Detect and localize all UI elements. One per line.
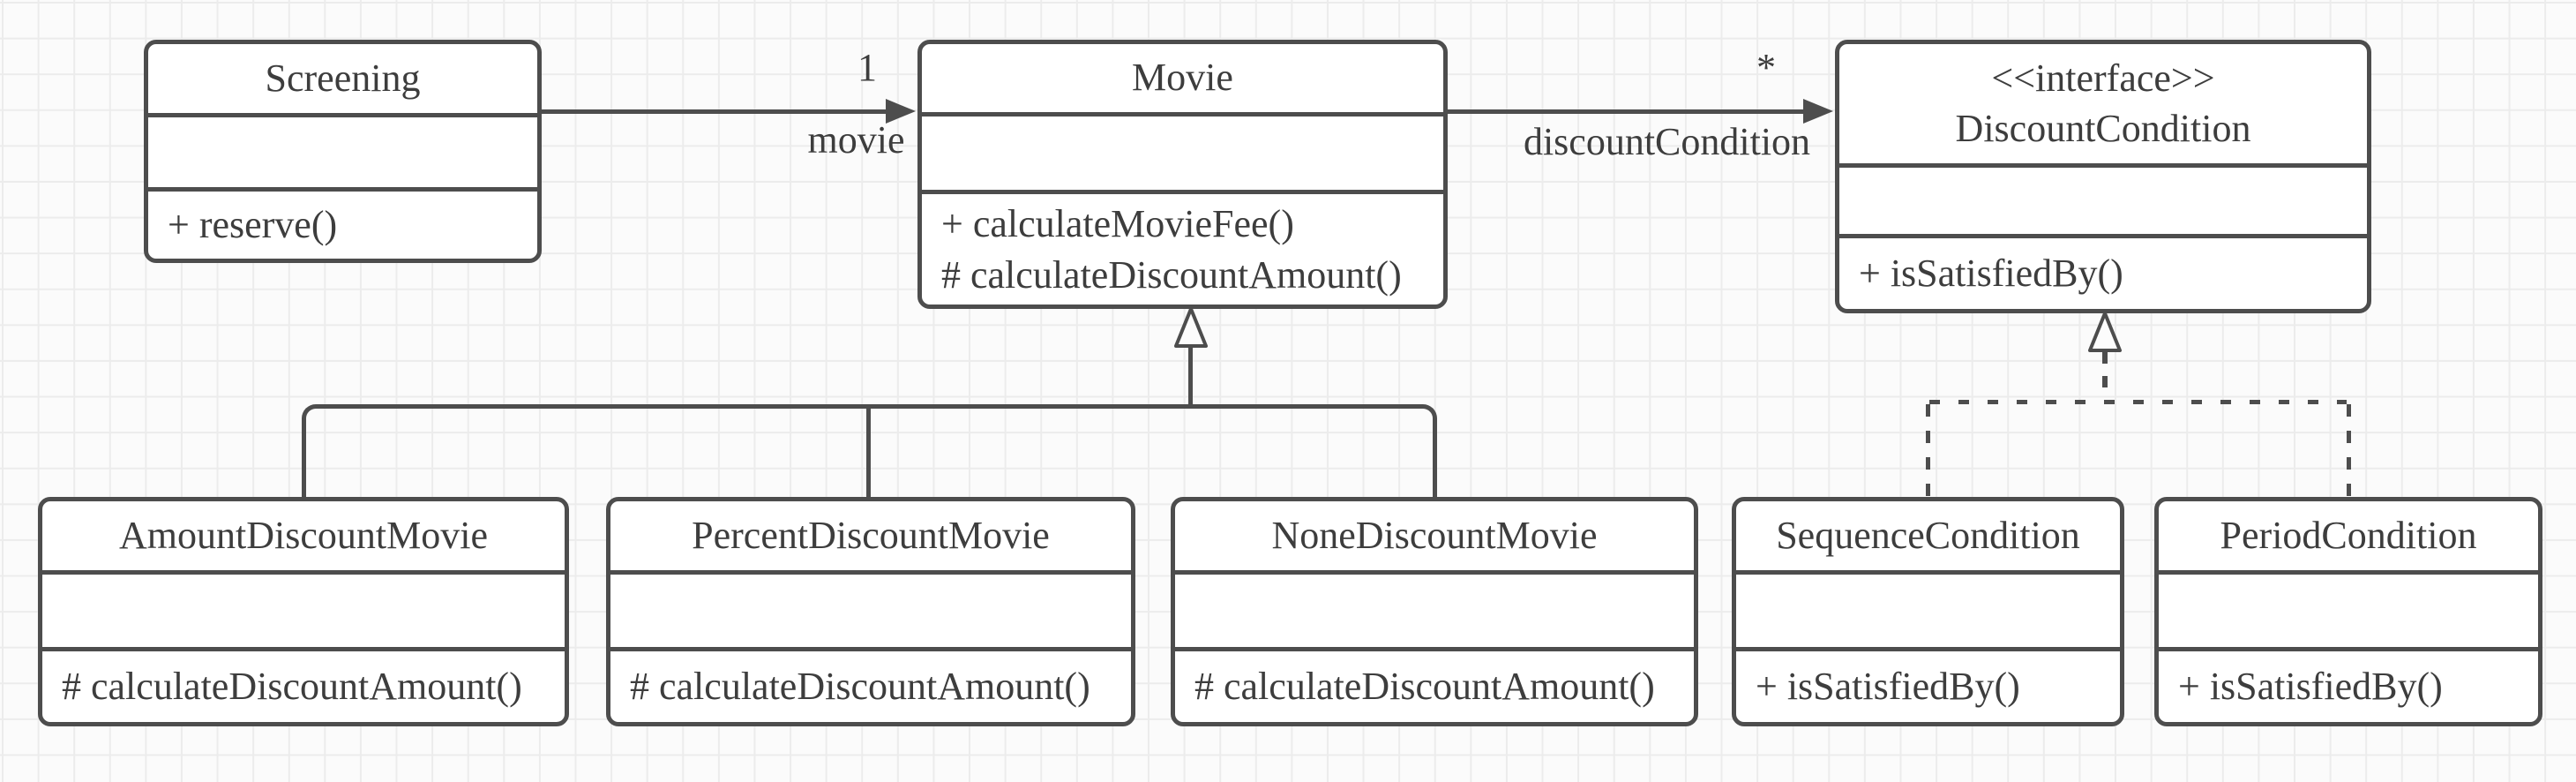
association-line	[1448, 109, 1803, 114]
class-methods: + calculateMovieFee() # calculateDiscoun…	[922, 190, 1443, 305]
class-attributes	[42, 570, 565, 647]
realization-drop-period	[2347, 404, 2351, 497]
class-attributes	[1736, 570, 2120, 647]
realization-riser	[2102, 352, 2108, 400]
class-attributes	[610, 570, 1131, 647]
class-methods: # calculateDiscountAmount()	[42, 647, 565, 722]
generalization-bus	[302, 404, 1437, 497]
method-line: + calculateMovieFee()	[941, 202, 1294, 246]
multiplicity-label-movie[interactable]: 1	[857, 46, 877, 89]
role-label-movie[interactable]: movie	[807, 118, 905, 162]
filled-arrowhead-icon	[1803, 99, 1833, 124]
class-attributes	[2159, 570, 2538, 647]
method-line: # calculateDiscountAmount()	[1194, 665, 1655, 709]
class-attributes	[148, 113, 537, 187]
class-name: SequenceCondition	[1776, 513, 2080, 557]
class-attributes	[922, 112, 1443, 190]
realization-drop-sequence	[1926, 404, 1930, 497]
generalization-drop-middle	[866, 409, 871, 497]
method-line: + isSatisfiedBy()	[2178, 665, 2443, 709]
class-attributes	[1839, 163, 2367, 234]
class-stereotype: <<interface>>	[1991, 56, 2215, 101]
class-methods: + isSatisfiedBy()	[2159, 647, 2538, 722]
method-line: # calculateDiscountAmount()	[630, 665, 1090, 709]
generalization-riser	[1188, 346, 1193, 404]
class-title: <<interface>> DiscountCondition	[1839, 44, 2367, 163]
class-sequencecondition[interactable]: SequenceCondition + isSatisfiedBy()	[1732, 497, 2124, 726]
class-name: Screening	[265, 56, 421, 100]
class-name: AmountDiscountMovie	[119, 513, 488, 557]
method-line: + isSatisfiedBy()	[1756, 665, 2020, 709]
class-discountcondition[interactable]: <<interface>> DiscountCondition + isSati…	[1835, 40, 2371, 313]
class-name: Movie	[1132, 56, 1233, 100]
class-title: SequenceCondition	[1736, 501, 2120, 570]
class-name: PeriodCondition	[2220, 513, 2477, 557]
class-name: PercentDiscountMovie	[692, 513, 1050, 557]
class-title: AmountDiscountMovie	[42, 501, 565, 570]
method-line: + isSatisfiedBy()	[1859, 252, 2123, 296]
class-title: Movie	[922, 44, 1443, 112]
realization-bus	[1929, 400, 2347, 404]
class-attributes	[1175, 570, 1694, 647]
class-periodcondition[interactable]: PeriodCondition + isSatisfiedBy()	[2154, 497, 2542, 726]
class-title: NoneDiscountMovie	[1175, 501, 1694, 570]
class-amountdiscountmovie[interactable]: AmountDiscountMovie # calculateDiscountA…	[38, 497, 569, 726]
class-name: NoneDiscountMovie	[1271, 513, 1598, 557]
class-methods: + isSatisfiedBy()	[1839, 234, 2367, 309]
multiplicity-label-discountcondition[interactable]: *	[1756, 46, 1776, 89]
class-methods: # calculateDiscountAmount()	[1175, 647, 1694, 722]
hollow-triangle-icon	[1174, 307, 1208, 348]
class-title: PercentDiscountMovie	[610, 501, 1131, 570]
hollow-triangle-icon	[2088, 312, 2122, 352]
class-methods: + isSatisfiedBy()	[1736, 647, 2120, 722]
association-line	[542, 109, 886, 114]
method-line: # calculateDiscountAmount()	[941, 252, 1402, 297]
class-movie[interactable]: Movie + calculateMovieFee() # calculateD…	[917, 40, 1448, 309]
class-nonediscountmovie[interactable]: NoneDiscountMovie # calculateDiscountAmo…	[1171, 497, 1698, 726]
method-line: # calculateDiscountAmount()	[62, 665, 522, 709]
class-methods: # calculateDiscountAmount()	[610, 647, 1131, 722]
filled-arrowhead-icon	[886, 99, 916, 124]
class-title: PeriodCondition	[2159, 501, 2538, 570]
class-percentdiscountmovie[interactable]: PercentDiscountMovie # calculateDiscount…	[606, 497, 1135, 726]
role-label-discountcondition[interactable]: discountCondition	[1523, 120, 1811, 163]
class-name: DiscountCondition	[1955, 106, 2251, 150]
class-methods: + reserve()	[148, 187, 537, 259]
class-screening[interactable]: Screening + reserve()	[144, 40, 542, 263]
class-title: Screening	[148, 44, 537, 113]
method-line: + reserve()	[168, 203, 338, 247]
